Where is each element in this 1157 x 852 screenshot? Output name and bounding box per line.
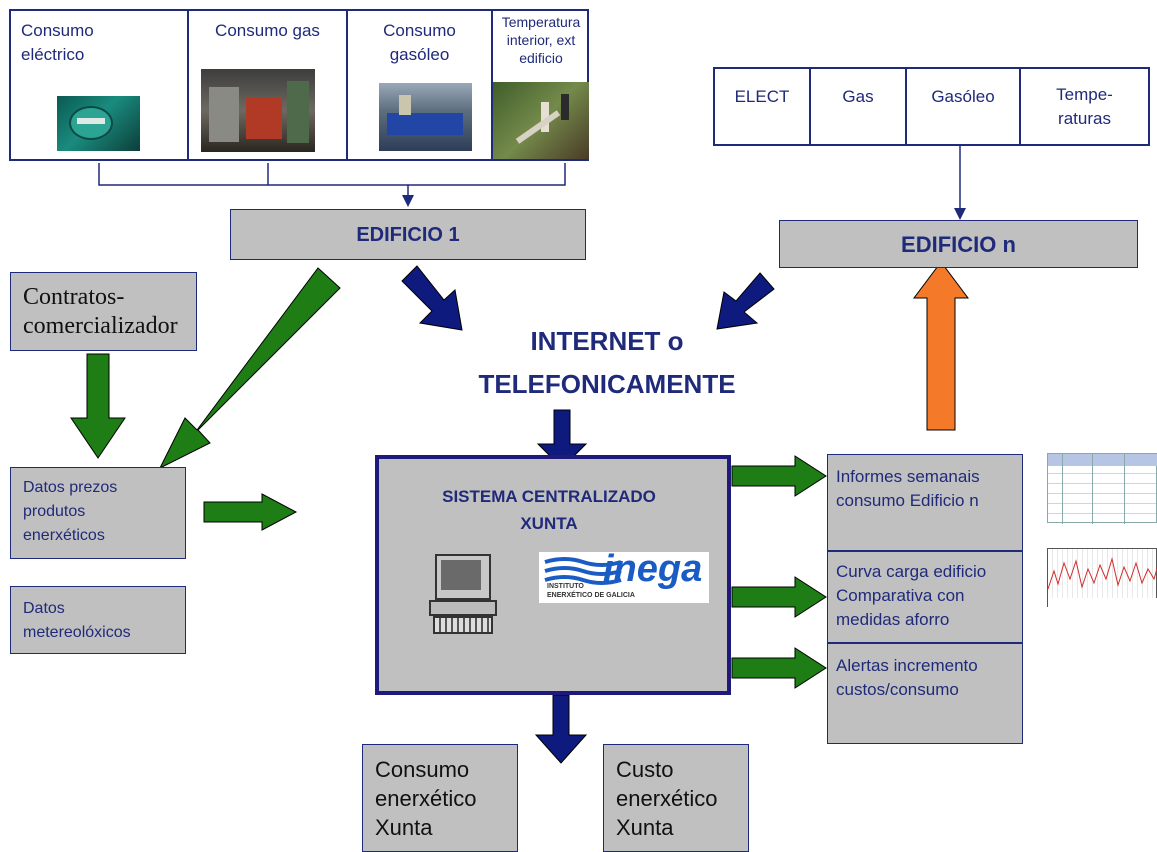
green-arrow-prices-to-system bbox=[203, 493, 298, 531]
cost-output-box: Custo enerxético Xunta bbox=[603, 744, 749, 852]
green-arrow-building1-to-prices bbox=[158, 267, 341, 470]
gas-boiler-photo bbox=[201, 69, 315, 152]
building-1-label: EDIFICIO 1 bbox=[356, 224, 460, 246]
blue-arrow-buildingN-to-internet bbox=[716, 272, 775, 330]
source-n-diesel-label: Gasóleo bbox=[931, 87, 995, 106]
alerts-label: Alertas incremento custos/consumo bbox=[836, 656, 978, 699]
report-table-thumbnail bbox=[1047, 453, 1157, 524]
source-temperature-cell: Temperatura interior, ext edificio bbox=[493, 11, 589, 159]
consumption-output-label: Consumo enerxético Xunta bbox=[375, 757, 477, 840]
inega-logo-sub1: INSTITUTO bbox=[547, 583, 584, 590]
source-gas-cell: Consumo gas bbox=[189, 11, 348, 159]
alerts-box: Alertas incremento custos/consumo bbox=[827, 643, 1023, 744]
computer-icon bbox=[429, 554, 497, 634]
internet-label: INTERNET o TELEFONICAMENTE bbox=[478, 326, 736, 399]
source-gas-label: Consumo gas bbox=[215, 21, 320, 40]
building-n-label: EDIFICIO n bbox=[901, 232, 1016, 257]
source-n-elect-cell: ELECT bbox=[715, 69, 811, 144]
central-system-title: SISTEMA CENTRALIZADO XUNTA bbox=[442, 487, 656, 533]
contracts-box: Contratos-comercializador bbox=[10, 272, 197, 351]
weather-box: Datos metereolóxicos bbox=[10, 586, 186, 654]
blue-arrow-building1-to-internet bbox=[401, 265, 463, 331]
source-diesel-cell: Consumo gasóleo bbox=[348, 11, 493, 159]
prices-label: Datos prezos produtos enerxéticos bbox=[23, 479, 118, 544]
inega-waves-icon bbox=[544, 557, 622, 585]
curve-box: Curva carga edificio Comparativa con med… bbox=[827, 551, 1023, 643]
orange-arrow-to-buildingN bbox=[913, 261, 969, 431]
green-arrow-contracts-to-prices bbox=[70, 353, 126, 459]
curve-label: Curva carga edificio Comparativa con med… bbox=[836, 562, 987, 629]
connector-arrowhead-buildingN bbox=[954, 208, 966, 220]
building-n-box: EDIFICIO n bbox=[779, 220, 1138, 268]
source-temperature-label: Temperatura interior, ext edificio bbox=[501, 14, 581, 66]
prices-box: Datos prezos produtos enerxéticos bbox=[10, 467, 186, 559]
source-n-diesel-cell: Gasóleo bbox=[907, 69, 1021, 144]
green-arrow-system-to-alerts bbox=[731, 647, 827, 689]
connector-arrowhead-building1 bbox=[402, 195, 414, 207]
internet-label-box: INTERNET o TELEFONICAMENTE bbox=[473, 320, 741, 410]
green-arrow-system-to-reports bbox=[731, 455, 827, 497]
source-diesel-label: Consumo gasóleo bbox=[383, 21, 456, 64]
source-electric-label: Consumo eléctrico bbox=[21, 21, 94, 64]
source-n-elect-label: ELECT bbox=[734, 87, 790, 106]
reports-label: Informes semanais consumo Edificio n bbox=[836, 467, 980, 510]
inega-logo: inega INSTITUTO ENERXÉTICO DE GALICIA bbox=[539, 548, 709, 603]
source-electric-cell: Consumo eléctrico bbox=[11, 11, 189, 159]
source-n-gas-label: Gas bbox=[842, 87, 874, 106]
electric-meter-photo bbox=[57, 96, 140, 151]
source-n-gas-cell: Gas bbox=[811, 69, 907, 144]
inega-logo-text: inega bbox=[603, 548, 703, 590]
building-n-sources-panel: ELECT Gas Gasóleo Tempe-raturas bbox=[713, 67, 1150, 146]
reports-box: Informes semanais consumo Edificio n bbox=[827, 454, 1023, 551]
load-curve-thumbnail bbox=[1047, 548, 1157, 608]
energy-sources-panel: Consumo eléctrico Consumo gas Consumo ga… bbox=[9, 9, 589, 161]
diesel-plant-photo bbox=[379, 83, 472, 151]
cost-output-label: Custo enerxético Xunta bbox=[616, 757, 718, 840]
building-1-box: EDIFICIO 1 bbox=[230, 209, 586, 260]
inega-logo-sub2: ENERXÉTICO DE GALICIA bbox=[547, 592, 635, 599]
blue-arrow-system-to-outputs bbox=[534, 694, 588, 764]
load-curve-line bbox=[1047, 557, 1157, 608]
source-n-temp-cell: Tempe-raturas bbox=[1021, 69, 1148, 144]
central-system-box: SISTEMA CENTRALIZADO XUNTA inega INSTITU… bbox=[375, 455, 731, 695]
source-connector-lines bbox=[98, 146, 961, 210]
source-n-temp-label: Tempe-raturas bbox=[1056, 85, 1113, 128]
green-arrow-system-to-curve bbox=[731, 576, 827, 618]
weather-label: Datos metereolóxicos bbox=[23, 600, 131, 641]
outdoor-workers-photo bbox=[493, 82, 589, 159]
contracts-label: Contratos-comercializador bbox=[23, 284, 178, 339]
consumption-output-box: Consumo enerxético Xunta bbox=[362, 744, 518, 852]
